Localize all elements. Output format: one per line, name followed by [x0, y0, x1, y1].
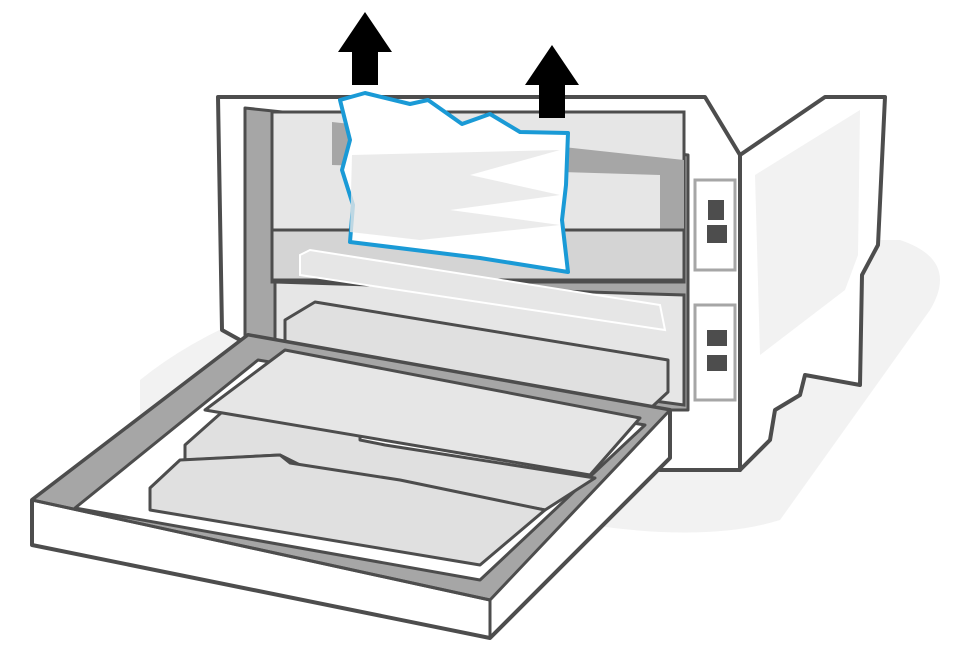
side-panel — [755, 110, 860, 355]
door-flap — [203, 348, 642, 477]
port-panel-lower — [693, 303, 737, 402]
fax-line-port-icon — [707, 330, 727, 346]
ethernet-port-icon — [707, 225, 727, 243]
guide-plate — [299, 248, 667, 332]
usb-port-icon — [708, 200, 724, 220]
phone-port-icon — [707, 355, 727, 371]
paper-crease — [350, 150, 560, 240]
arrow-up-icon — [525, 45, 579, 118]
door-ramp-lower — [148, 453, 547, 567]
arrow-up-icon — [338, 12, 392, 85]
